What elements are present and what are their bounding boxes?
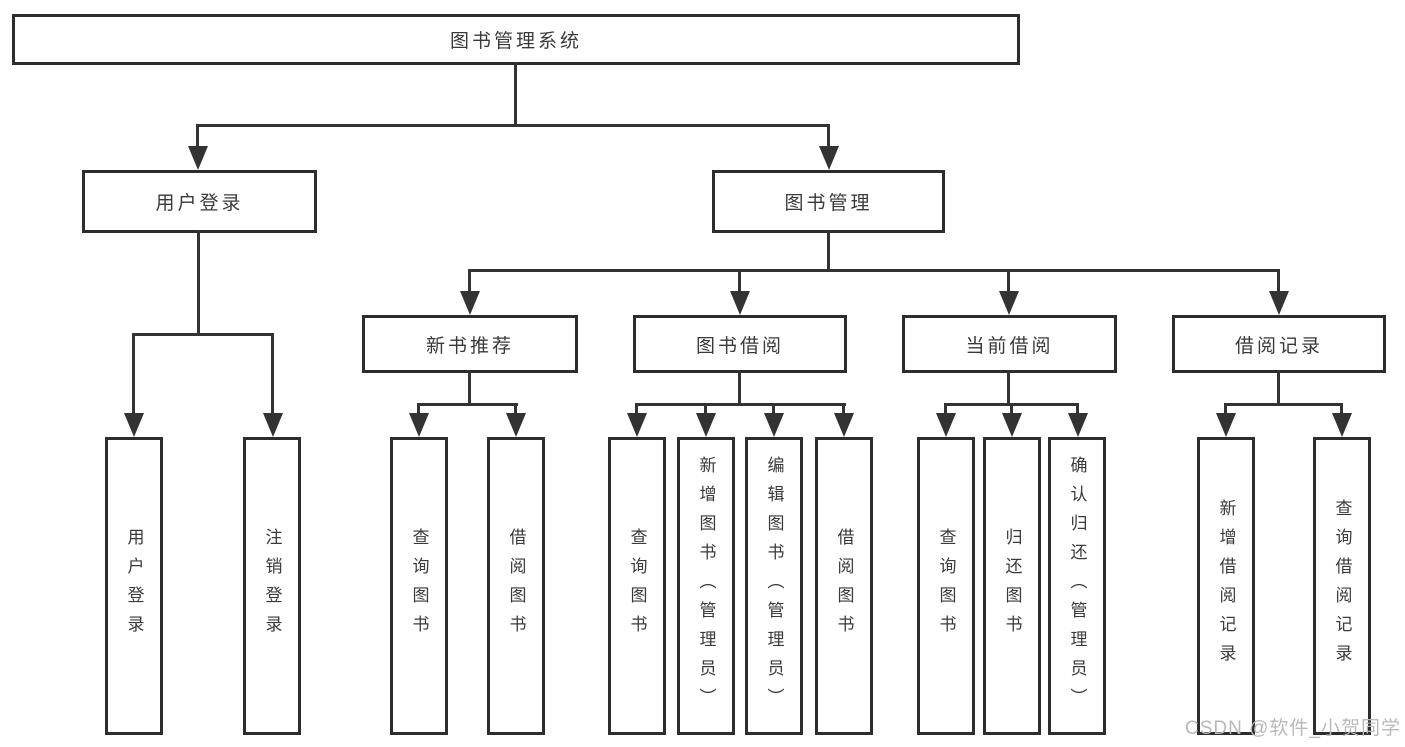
connector-line (417, 403, 518, 406)
connector-arrowhead (505, 403, 526, 437)
leaf-label: 查询图书 (936, 528, 956, 644)
leaf-query-books-newbook: 查询图书 (390, 437, 448, 735)
leaf-return-books: 归还图书 (983, 437, 1041, 735)
leaf-edit-book-admin: 编辑图书（管理员） (745, 437, 803, 735)
node-label: 新书推荐 (425, 335, 514, 357)
connector-line (196, 124, 830, 127)
connector-arrowhead (123, 333, 144, 437)
node-label: 当前借阅 (965, 335, 1054, 357)
connector-line (1224, 403, 1343, 406)
node-book-management: 图书管理 (712, 170, 945, 233)
connector-line (1277, 370, 1280, 405)
node-current-borrowing: 当前借阅 (902, 315, 1117, 373)
leaf-label: 查询图书 (627, 528, 647, 644)
connector-arrowhead (626, 403, 647, 437)
node-new-book-recommendation: 新书推荐 (362, 315, 578, 373)
leaf-label: 用户登录 (124, 528, 144, 644)
connector-arrowhead (998, 269, 1019, 315)
connector-arrowhead (729, 269, 750, 315)
connector-line (1007, 370, 1010, 405)
connector-arrowhead (695, 403, 716, 437)
connector-line (636, 403, 846, 406)
leaf-label: 借阅图书 (834, 528, 854, 644)
leaf-query-borrow-record: 查询借阅记录 (1313, 437, 1371, 735)
connector-line (738, 370, 741, 405)
connector-line (468, 269, 1280, 272)
node-label: 图书管理系统 (449, 31, 582, 52)
node-label: 用户登录 (155, 193, 244, 214)
leaf-borrow-books-borrowing: 借阅图书 (815, 437, 873, 735)
connector-arrowhead (1001, 403, 1022, 437)
node-library-management-system: 图书管理系统 (12, 14, 1020, 65)
leaf-label: 借阅图书 (506, 528, 526, 644)
leaf-label: 查询图书 (409, 528, 429, 644)
connector-arrowhead (935, 403, 956, 437)
node-label: 借阅记录 (1234, 335, 1323, 357)
connector-arrowhead (262, 333, 283, 437)
leaf-label: 归还图书 (1002, 528, 1022, 644)
leaf-label: 新增借阅记录 (1216, 499, 1236, 673)
node-borrowing-records: 借阅记录 (1172, 315, 1386, 373)
leaf-add-book-admin: 新增图书（管理员） (677, 437, 735, 735)
connector-arrowhead (1268, 269, 1289, 315)
connector-arrowhead (1067, 403, 1088, 437)
leaf-label: 新增图书（管理员） (696, 455, 716, 717)
connector-line (197, 231, 200, 335)
leaf-user-login: 用户登录 (105, 437, 163, 735)
leaf-logout: 注销登录 (243, 437, 301, 735)
leaf-label: 确认归还（管理员） (1067, 455, 1087, 717)
connector-arrowhead (408, 403, 429, 437)
connector-arrowhead (1331, 403, 1352, 437)
connector-arrowhead (187, 124, 208, 170)
leaf-borrow-books-newbook: 借阅图书 (487, 437, 545, 735)
connector-arrowhead (459, 269, 480, 315)
leaf-confirm-return-admin: 确认归还（管理员） (1048, 437, 1106, 735)
leaf-query-books-current: 查询图书 (917, 437, 975, 735)
leaf-label: 查询借阅记录 (1332, 499, 1352, 673)
connector-arrowhead (833, 403, 854, 437)
node-label: 图书管理 (784, 193, 873, 214)
leaf-label: 编辑图书（管理员） (764, 455, 784, 717)
node-user-login: 用户登录 (82, 170, 317, 233)
leaf-label: 注销登录 (262, 528, 282, 644)
connector-line (468, 370, 471, 405)
leaf-add-borrow-record: 新增借阅记录 (1197, 437, 1255, 735)
connector-arrowhead (818, 124, 839, 170)
connector-line (827, 231, 830, 271)
node-book-borrowing: 图书借阅 (633, 315, 847, 373)
connector-arrowhead (1215, 403, 1236, 437)
connector-line (514, 62, 517, 126)
watermark: CSDN @软件_小贺同学 (1185, 718, 1401, 739)
leaf-query-books-borrowing: 查询图书 (608, 437, 666, 735)
connector-arrowhead (763, 403, 784, 437)
connector-line (132, 333, 274, 336)
node-label: 图书借阅 (695, 335, 784, 357)
